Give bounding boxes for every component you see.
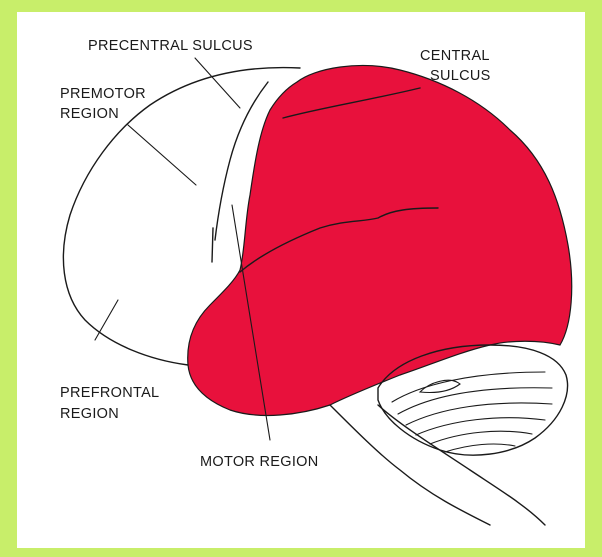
label-central-sulcus-1: CENTRAL: [420, 48, 490, 64]
label-central-sulcus-2: SULCUS: [430, 68, 491, 84]
label-prefrontal-1: PREFRONTAL: [60, 385, 159, 401]
label-prefrontal-2: REGION: [60, 406, 119, 422]
label-premotor-1: PREMOTOR: [60, 86, 146, 102]
pointer-prefrontal: [95, 300, 118, 340]
label-premotor-2: REGION: [60, 106, 119, 122]
label-motor-region: MOTOR REGION: [200, 454, 319, 470]
pointer-premotor: [128, 125, 196, 185]
label-precentral-sulcus: PRECENTRAL SULCUS: [88, 38, 253, 54]
pointer-precentral: [195, 58, 240, 108]
precentral-sulcus-gap: [212, 228, 213, 262]
brainstem: [330, 405, 545, 525]
